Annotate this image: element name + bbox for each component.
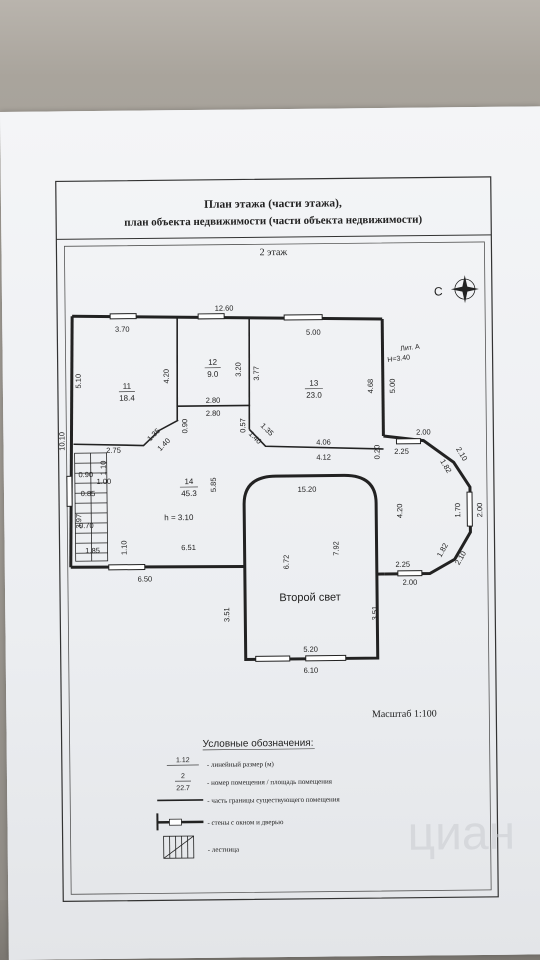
dim-stair-090: 0.90 [78, 470, 93, 479]
dimension-labels: 12.60 3.70 5.00 5.10 4.20 3.20 3.77 4.68… [57, 304, 484, 675]
dim-void-bottom-out: 6.10 [304, 666, 319, 675]
room-14-number: 14 [184, 477, 194, 486]
dim-r12-bottom2: 2.80 [206, 409, 221, 418]
legend-title: Условные обозначения: [203, 737, 314, 750]
dim-r11-top: 3.70 [115, 325, 130, 334]
legend-item3: - часть границы существующего помещения [207, 795, 340, 804]
dim-stair-185: 1.85 [85, 546, 100, 555]
dim-hall-585: 5.85 [209, 477, 218, 492]
legend-item1: - линейный размер (м) [207, 760, 275, 769]
dim-r13-top: 5.00 [306, 328, 321, 337]
dim-outer-right: 5.00 [388, 379, 397, 394]
dim-r11-right: 4.20 [162, 369, 171, 384]
dim-void-672: 6.72 [282, 555, 291, 570]
legend-item4: - стены с окном и дверью [207, 818, 283, 827]
legend-sample-num: 2 [181, 773, 185, 780]
dim-057: 0.57 [238, 418, 247, 433]
room-13-number: 13 [309, 379, 319, 388]
compass-label: С [434, 284, 443, 298]
room-11-number: 11 [123, 382, 132, 391]
room-height: h = 3.10 [164, 513, 194, 522]
dim-r12-right: 3.20 [234, 362, 243, 377]
document-sheet: План этажа (части этажа), план объекта н… [0, 106, 540, 960]
dim-stair-100: 1.00 [97, 477, 112, 486]
dim-r13-right: 4.68 [366, 379, 375, 394]
dim-r13-bottom2: 4.12 [316, 453, 331, 462]
dim-stair-397: 3.97 [74, 514, 83, 529]
wall-window-legend-icon [156, 813, 204, 831]
dim-bay-225-bottom: 2.25 [395, 560, 410, 569]
dim-135b: 1.35 [259, 421, 276, 438]
room-14-area: 45.3 [181, 489, 197, 498]
frame-border [55, 176, 499, 902]
dim-bay-210-bottom: 2.10 [453, 549, 468, 566]
dim-r12-bottom1: 2.80 [206, 396, 221, 405]
plan-walls [69, 314, 472, 661]
dim-stair-085: 0.85 [81, 489, 96, 498]
dim-090: 0.90 [180, 419, 189, 434]
dim-140a: 1.40 [155, 436, 172, 453]
dim-stair-070: 0.70 [79, 521, 94, 530]
dim-r13-left: 3.77 [252, 366, 261, 381]
dim-140b: 1.40 [247, 429, 264, 446]
legend-item5: - лестница [208, 846, 240, 854]
dim-bottom-650: 6.50 [138, 574, 153, 583]
scale-label: Масштаб 1:100 [372, 708, 437, 720]
room-12-area: 9.0 [207, 370, 219, 379]
floor-label: 2 этаж [260, 247, 288, 258]
room-labels: 11 18.4 12 9.0 13 23.0 14 45.3 h = 3.10 … [118, 344, 420, 522]
dim-top-total: 12.60 [215, 304, 234, 313]
legend: Условные обозначения: 1.12 - линейный ра… [156, 737, 340, 859]
dim-bay-420: 4.20 [395, 503, 404, 518]
compass-icon [450, 275, 479, 304]
dim-bay-200-top: 2.00 [416, 428, 431, 437]
legend-sample-dim: 1.12 [176, 757, 190, 764]
dim-bay-200-bottom: 2.00 [403, 578, 418, 587]
legend-item2: - номер помещения / площадь помещения [207, 778, 333, 787]
dim-bay-182-bottom: 1.82 [435, 542, 450, 559]
dim-stair-110b: 1.10 [119, 540, 128, 555]
dim-hall-651: 6.51 [181, 543, 196, 552]
lit-height: H=3.40 [387, 354, 411, 364]
frame-divider [56, 234, 492, 240]
dim-void-top: 15.20 [298, 485, 317, 494]
legend-sample-area: 22.7 [176, 785, 190, 792]
dim-left-total: 10.10 [57, 432, 66, 451]
room-13-area: 23.0 [306, 391, 322, 400]
title-line1: План этажа (части этажа), [204, 197, 342, 210]
dim-bay-200-right: 2.00 [475, 503, 484, 518]
void-label: Второй свет [279, 591, 341, 604]
dim-bay-170: 1.70 [453, 503, 462, 518]
title-line2: план объекта недвижимости (части объекта… [124, 214, 422, 229]
dim-r13-bottom: 4.06 [316, 438, 331, 447]
dim-bay-225-top: 2.25 [394, 447, 409, 456]
dim-bay-210-top: 2.10 [454, 445, 469, 462]
dim-275: 2.75 [106, 446, 121, 455]
dim-r11-left: 5.10 [74, 374, 83, 389]
windows [66, 313, 473, 662]
staircase [74, 452, 109, 562]
dim-void-right: 3.51 [370, 606, 379, 621]
lit-label: Лит. А [400, 344, 420, 353]
inner-walls [73, 317, 384, 567]
room-12-number: 12 [208, 358, 218, 367]
dim-stair-110a: 1.10 [99, 461, 108, 476]
room-11-area: 18.4 [119, 394, 135, 403]
dim-135a: 1.35 [145, 426, 162, 443]
dim-void-792: 7.92 [332, 541, 341, 556]
dim-void-bottom-in: 5.20 [303, 645, 318, 654]
stair-legend-icon [163, 835, 195, 859]
watermark-logo: циан [407, 807, 515, 861]
floor-plan-drawing: План этажа (части этажа), план объекта н… [55, 176, 515, 902]
dim-void-left: 3.51 [222, 607, 231, 622]
drawing-frame [64, 241, 492, 895]
dim-020: 0.20 [373, 445, 382, 460]
